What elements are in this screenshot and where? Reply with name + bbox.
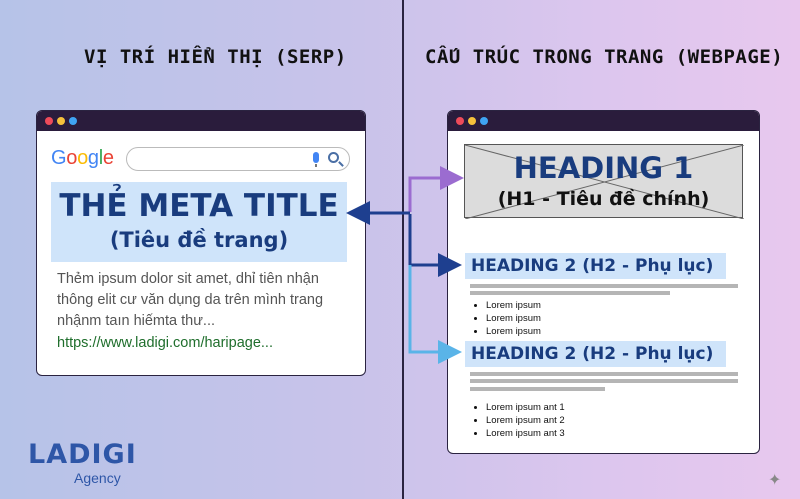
maximize-dot-icon (69, 117, 77, 125)
google-logo: Google (51, 147, 114, 170)
heading-2-text: HEADING 2 (H2 - Phụ lục) (471, 256, 714, 276)
arrow-to-heading-1 (408, 166, 464, 212)
heading-2-text: HEADING 2 (H2 - Phụ lục) (471, 344, 714, 364)
logo-letter: g (87, 147, 99, 169)
close-dot-icon (456, 117, 464, 125)
meta-title-text: THẺ META TITLE (59, 188, 339, 224)
text-line-placeholder (470, 379, 738, 383)
list-item: Lorem ipsum (486, 299, 541, 312)
heading-2-block: HEADING 2 (H2 - Phụ lục) (465, 341, 726, 367)
list-item: Lorem ipsum (486, 312, 541, 325)
close-dot-icon (45, 117, 53, 125)
serp-browser-window: Google THẺ META TITLE (Tiêu đề trang) Th… (36, 110, 366, 376)
heading-1-block: HEADING 1 (H1 - Tiêu đề chính) (464, 144, 744, 219)
list-item: Lorem ipsum (486, 325, 541, 338)
minimize-dot-icon (468, 117, 476, 125)
logo-letter: G (51, 147, 67, 169)
agency-label: Agency (74, 470, 121, 486)
text-line-placeholder (470, 372, 738, 376)
result-snippet: Thẻm ipsum dolor sit amet, dhỉ tiên nhận… (57, 271, 324, 329)
minimize-dot-icon (57, 117, 65, 125)
search-icon[interactable] (328, 152, 339, 163)
search-input[interactable] (126, 147, 350, 171)
microphone-icon[interactable] (313, 152, 319, 167)
window-titlebar (37, 111, 365, 131)
webpage-browser-window: HEADING 1 (H1 - Tiêu đề chính) HEADING 2… (447, 110, 760, 454)
window-titlebar (448, 111, 759, 131)
arrow-to-heading-2-second (408, 265, 462, 364)
heading-1-subtitle: (H1 - Tiêu đề chính) (497, 188, 710, 210)
meta-title-subtitle: (Tiêu đề trang) (109, 228, 289, 252)
ladigi-logo: LADIGI (28, 439, 137, 470)
logo-letter: e (102, 147, 114, 169)
bullet-list: Lorem ipsumLorem ipsumLorem ipsum (486, 299, 541, 338)
maximize-dot-icon (480, 117, 488, 125)
logo-letter: o (77, 147, 88, 169)
logo-letter: o (66, 147, 78, 169)
arrow-to-heading-2-first (408, 214, 462, 277)
center-divider (402, 0, 404, 499)
sparkle-icon: ✦ (768, 470, 782, 489)
webpage-heading: CẤU TRÚC TRONG TRANG (WEBPAGE) (425, 46, 784, 68)
meta-title-highlight: THẺ META TITLE (Tiêu đề trang) (51, 182, 347, 262)
heading-2-block: HEADING 2 (H2 - Phụ lục) (465, 253, 726, 279)
placeholder-cross-icon (465, 145, 744, 219)
text-line-placeholder (470, 291, 670, 295)
text-line-placeholder (470, 387, 605, 391)
list-item: Lorem ipsum ant 2 (486, 414, 565, 427)
text-line-placeholder (470, 284, 738, 288)
serp-heading: VỊ TRÍ HIỂN THỊ (SERP) (84, 46, 347, 68)
bullet-list: Lorem ipsum ant 1Lorem ipsum ant 2Lorem … (486, 401, 565, 440)
list-item: Lorem ipsum ant 3 (486, 427, 565, 440)
result-url[interactable]: https://www.ladigi.com/haripage... (57, 335, 273, 351)
heading-1-title: HEADING 1 (513, 151, 694, 185)
logo-letter: l (98, 147, 103, 169)
list-item: Lorem ipsum ant 1 (486, 401, 565, 414)
